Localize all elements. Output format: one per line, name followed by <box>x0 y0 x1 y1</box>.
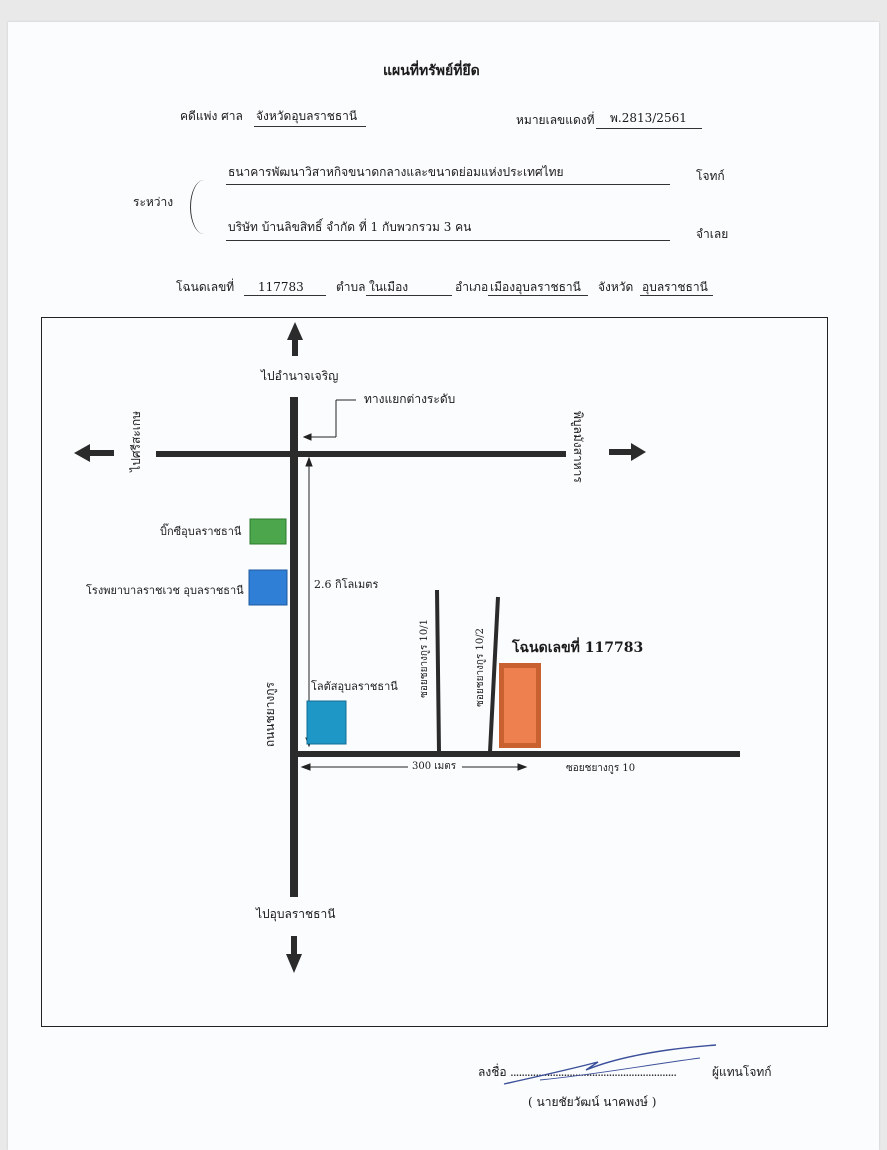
arrow-right-icon <box>609 443 646 461</box>
province-name: อุบลราชธานี <box>642 280 708 294</box>
deed-number: 117783 <box>258 280 304 294</box>
arrow-up-icon <box>287 322 303 356</box>
document-title: แผนที่ทรัพย์ที่ยึด <box>383 63 480 79</box>
lotus-marker <box>306 700 347 745</box>
hospital-label: โรงพยาบาลราชเวช อุบลราชธานี <box>86 584 244 597</box>
north-destination-label: ไปอำนาจเจริญ <box>261 369 339 383</box>
red-case-label: หมายเลขแดงที่ <box>516 113 595 127</box>
soi-10-label: ซอยชยางกูร 10 <box>566 763 636 774</box>
plot-label: โฉนดเลขที่ 117783 <box>512 640 644 656</box>
south-destination-label: ไปอุบลราชธานี <box>256 907 336 921</box>
hospital-marker <box>248 569 288 606</box>
defendant-name: บริษัท บ้านลิขสิทธิ์ จำกัด ที่ 1 กับพวกร… <box>228 220 472 234</box>
court-name: จังหวัดอุบลราชธานี <box>256 109 358 123</box>
district-label: อำเภอ <box>455 280 489 294</box>
distance-label: 2.6 กิโลเมตร <box>314 578 379 591</box>
subdistrict-label: ตำบล <box>336 280 366 294</box>
signer-role: ผู้แทนโจทก์ <box>712 1065 772 1079</box>
between-label: ระหว่าง <box>133 195 174 209</box>
arrow-down-icon <box>286 936 302 973</box>
east-destination-label: พิบูลมังสาหาร <box>571 411 585 483</box>
meters-label: 300 เมตร <box>412 761 457 772</box>
subdistrict-underline <box>366 295 452 296</box>
province-label: จังหวัด <box>598 280 634 294</box>
deed-label: โฉนดเลขที่ <box>176 280 235 294</box>
defendant-underline <box>226 240 670 241</box>
deed-underline <box>244 295 326 296</box>
document-page <box>8 22 879 1150</box>
red-case-number: พ.2813/2561 <box>610 111 687 125</box>
case-underline <box>596 128 702 129</box>
province-underline <box>640 295 713 296</box>
map-frame <box>41 317 828 1027</box>
soi-10-2-road-line <box>488 596 500 753</box>
soi-10-1-road-line <box>435 589 441 753</box>
plaintiff-underline <box>226 184 670 185</box>
brace-symbol <box>190 180 205 234</box>
signer-name: ( นายชัยวัฒน์ นาคพงษ์ ) <box>528 1095 657 1109</box>
district-name: เมืองอุบลราชธานี <box>490 280 581 294</box>
sign-label: ลงชื่อ <box>478 1065 507 1079</box>
bigc-marker <box>249 518 287 545</box>
subdistrict-name: ในเมือง <box>369 280 409 294</box>
defendant-role: จำเลย <box>696 227 729 241</box>
district-underline <box>488 295 588 296</box>
civil-court-label: คดีแพ่ง ศาล <box>180 109 243 123</box>
lotus-label: โลตัสอุบลราชธานี <box>311 680 398 693</box>
court-underline <box>254 126 366 127</box>
interchange-pointer <box>302 399 356 441</box>
plaintiff-name: ธนาคารพัฒนาวิสาหกิจขนาดกลางและขนาดย่อมแห… <box>228 165 564 179</box>
bigc-label: บิ๊กซีอุบลราชธานี <box>160 525 242 538</box>
meters-arrow <box>300 763 528 771</box>
plot-marker <box>499 663 541 748</box>
signature-dots: ........................................… <box>510 1066 677 1078</box>
interchange-label: ทางแยกต่างระดับ <box>364 392 456 406</box>
arrow-left-icon <box>74 444 114 462</box>
plaintiff-role: โจทก์ <box>696 169 725 183</box>
